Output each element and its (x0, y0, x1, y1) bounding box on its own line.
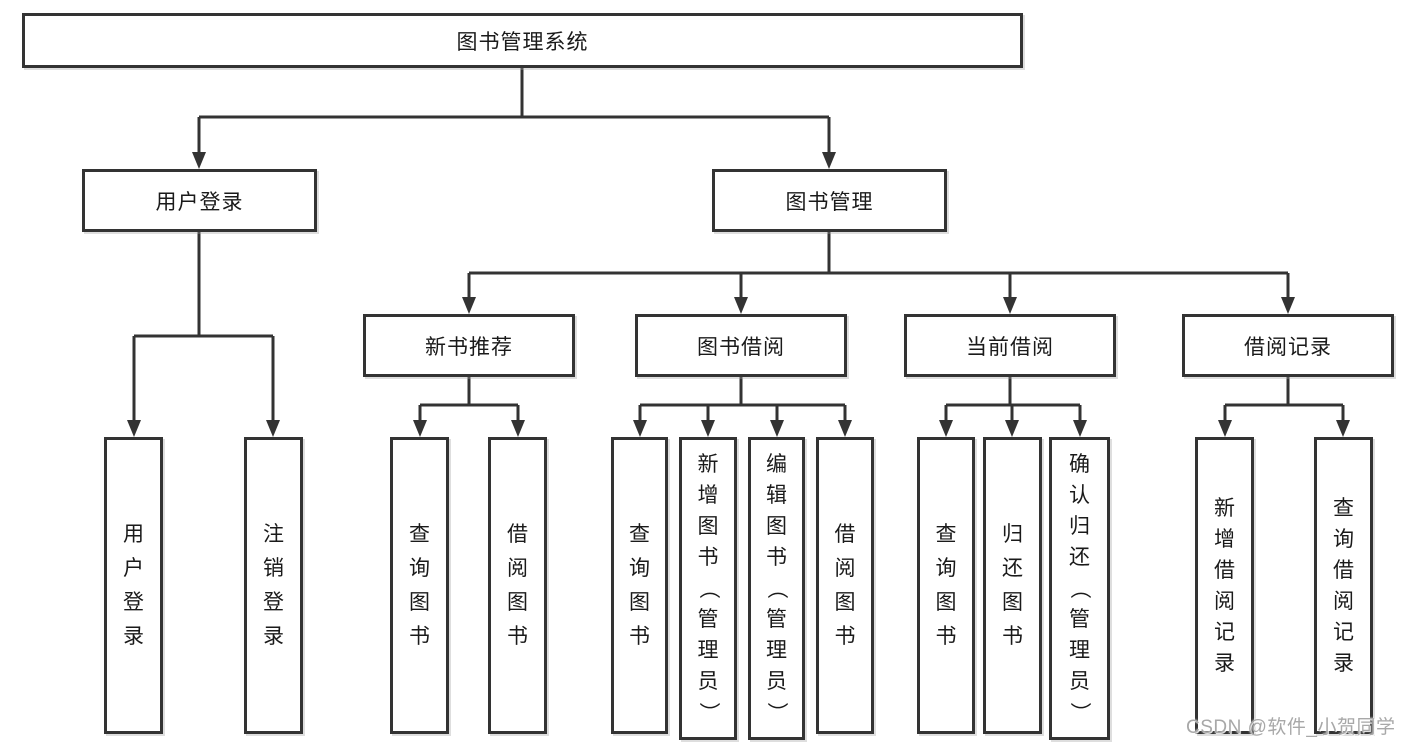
node-new-book-recommend: 新书推荐 (363, 314, 575, 377)
node-current-borrow: 当前借阅 (904, 314, 1116, 377)
node-book-borrow: 图书借阅 (635, 314, 847, 377)
node-cb-query-book: 查询图书 (917, 437, 975, 734)
node-br-query-record: 查询借阅记录 (1314, 437, 1373, 734)
node-root: 图书管理系统 (22, 13, 1023, 68)
node-borrow-record: 借阅记录 (1182, 314, 1394, 377)
node-bb-add-book-admin: 新增图书（管理员） (679, 437, 737, 740)
node-user-logout: 注销登录 (244, 437, 303, 734)
node-bb-query-book: 查询图书 (611, 437, 668, 734)
node-bb-borrow-book: 借阅图书 (816, 437, 874, 734)
node-book-management: 图书管理 (712, 169, 947, 232)
node-user-login: 用户登录 (82, 169, 317, 232)
node-br-add-record: 新增借阅记录 (1195, 437, 1254, 734)
node-user-login-action: 用户登录 (104, 437, 163, 734)
node-cb-confirm-return-admin: 确认归还（管理员） (1049, 437, 1110, 740)
node-cb-return-book: 归还图书 (983, 437, 1042, 734)
csdn-watermark: CSDN @软件_小贺同学 (1186, 717, 1396, 738)
node-bb-edit-book-admin: 编辑图书（管理员） (748, 437, 805, 740)
node-rec-borrow-book: 借阅图书 (488, 437, 547, 734)
node-rec-query-book: 查询图书 (390, 437, 449, 734)
